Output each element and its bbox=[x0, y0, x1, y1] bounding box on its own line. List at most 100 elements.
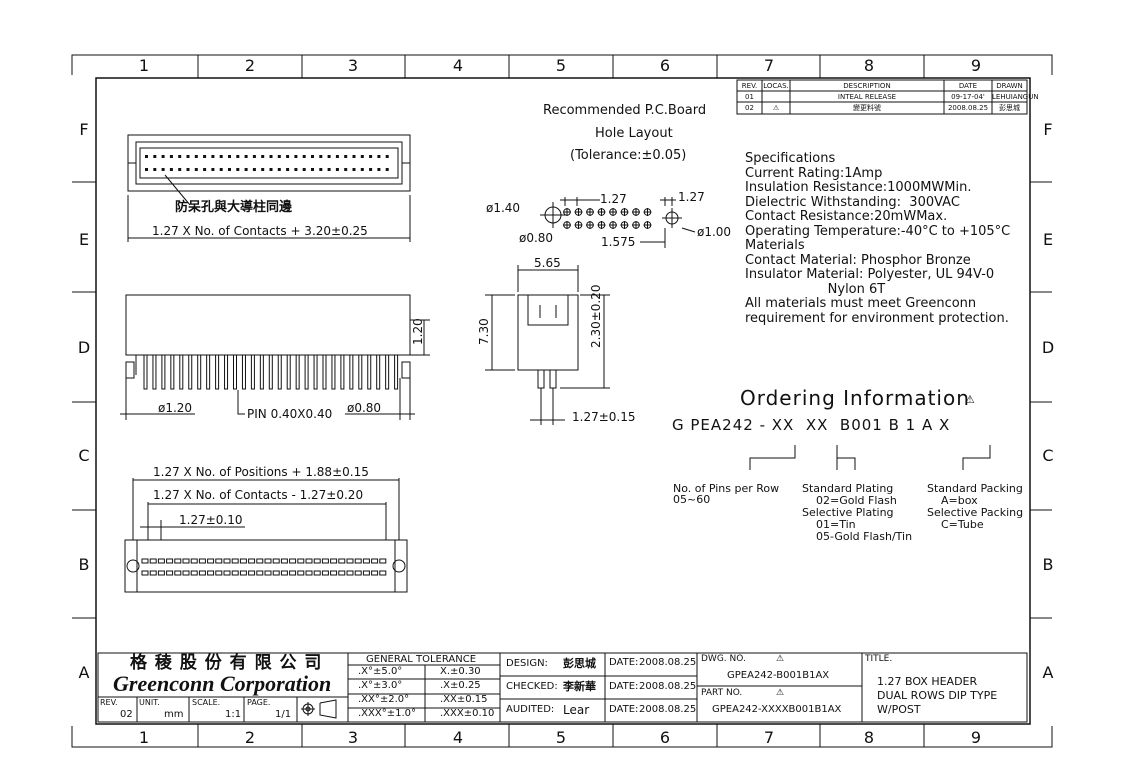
pin-tail bbox=[331, 354, 336, 390]
spec-line: Contact Material: Phosphor Bronze bbox=[745, 252, 971, 268]
contact-dot bbox=[302, 168, 306, 171]
date-label: DATE: bbox=[609, 681, 639, 692]
pin-tail bbox=[268, 354, 273, 390]
dim-side-pin: PIN 0.40X0.40 bbox=[247, 407, 333, 421]
ordering-line: C=Tube bbox=[927, 518, 984, 531]
pin-tail bbox=[358, 354, 363, 390]
pin-tail bbox=[304, 354, 309, 390]
bottom-hole bbox=[223, 570, 231, 576]
contact-dot bbox=[186, 155, 190, 158]
dim-pitch-right: 1.27 bbox=[678, 190, 705, 204]
bottom-hole bbox=[223, 558, 231, 564]
part-revision-icon: ⚠ bbox=[776, 688, 785, 698]
zone-row-label: C bbox=[1042, 446, 1054, 465]
ordering-line: 05-Gold Flash/Tin bbox=[802, 530, 913, 543]
contact-dot bbox=[186, 168, 190, 171]
revision-header: DESCRIPTION bbox=[843, 82, 891, 90]
contact-dot bbox=[169, 155, 173, 158]
bottom-hole bbox=[313, 558, 321, 564]
bottom-hole bbox=[190, 558, 198, 564]
contact-dot bbox=[194, 155, 198, 158]
dim-pitch: 1.27 bbox=[600, 192, 627, 206]
contact-dot bbox=[145, 168, 148, 171]
contact-dot bbox=[153, 155, 157, 158]
contact-dot bbox=[311, 168, 314, 171]
zone-row-label: D bbox=[77, 338, 91, 357]
rev-label: REV. bbox=[100, 698, 118, 707]
pin-tail bbox=[313, 354, 318, 390]
contact-dot bbox=[319, 155, 323, 158]
contact-dot bbox=[219, 155, 223, 158]
side-view-pins bbox=[143, 354, 399, 390]
unit-label: UNIT. bbox=[139, 698, 160, 707]
bottom-hole bbox=[346, 558, 354, 564]
contact-dot bbox=[352, 155, 356, 158]
contact-dot bbox=[360, 168, 364, 171]
bottom-hole bbox=[321, 558, 329, 564]
zone-column-label: 1 bbox=[138, 728, 150, 747]
pin-tail bbox=[161, 354, 166, 390]
rev-value: 02 bbox=[120, 709, 133, 720]
tolerance-angle: .X°±3.0° bbox=[358, 680, 403, 691]
zone-row-label: B bbox=[1042, 555, 1054, 574]
contact-dot bbox=[377, 155, 381, 158]
pin-tail bbox=[340, 354, 345, 390]
date-value: 2008.08.25 bbox=[639, 704, 697, 715]
contact-dot bbox=[252, 155, 256, 158]
ordering-line: A=box bbox=[927, 494, 978, 507]
dim-hole-large: ø1.40 bbox=[486, 201, 521, 215]
pin-tail bbox=[349, 354, 354, 390]
contact-dot bbox=[236, 155, 240, 158]
bottom-hole bbox=[354, 570, 362, 576]
pin-tail bbox=[322, 354, 327, 390]
zone-column-label: 1 bbox=[138, 56, 150, 75]
pin-tail bbox=[233, 354, 237, 390]
bottom-view-holes bbox=[141, 558, 387, 576]
revision-marker-icon: ⚠ bbox=[965, 393, 975, 406]
tolerance-linear: .XXX±0.10 bbox=[440, 708, 495, 719]
dim-hole-small: ø0.80 bbox=[519, 231, 554, 245]
dim-bottom-positions: 1.27 X No. of Positions + 1.88±0.15 bbox=[153, 465, 369, 479]
contact-dot bbox=[294, 155, 298, 158]
revision-header: LOCAS. bbox=[763, 82, 789, 90]
bottom-hole bbox=[264, 570, 272, 576]
contact-dot bbox=[344, 168, 348, 171]
contact-dot bbox=[169, 168, 173, 171]
page-label: PAGE. bbox=[247, 698, 271, 707]
contact-dot bbox=[360, 155, 364, 158]
dim-side-peg: ø1.20 bbox=[158, 401, 193, 415]
bottom-hole bbox=[182, 558, 190, 564]
dim-side-post: ø0.80 bbox=[347, 401, 382, 415]
bottom-hole bbox=[272, 570, 280, 576]
zone-row-label: A bbox=[78, 663, 90, 682]
contact-dot bbox=[327, 168, 331, 171]
bottom-hole bbox=[215, 558, 223, 564]
zone-row-label: E bbox=[1042, 230, 1054, 249]
top-view-contacts bbox=[145, 155, 389, 171]
bottom-hole bbox=[305, 558, 313, 564]
pin-tail bbox=[143, 354, 148, 390]
contact-dot bbox=[228, 155, 231, 158]
dim-hole-peg: ø1.00 bbox=[697, 225, 732, 239]
pin-tail bbox=[367, 354, 372, 390]
zone-column-label: 6 bbox=[659, 728, 671, 747]
title-line: 1.27 BOX HEADER bbox=[877, 675, 978, 688]
bottom-hole bbox=[207, 570, 215, 576]
zone-column-label: 5 bbox=[555, 56, 567, 75]
bottom-hole bbox=[215, 570, 223, 576]
bottom-hole bbox=[256, 570, 264, 576]
bottom-hole bbox=[207, 558, 215, 564]
pin-tail bbox=[241, 354, 246, 390]
zone-row-label: F bbox=[1043, 120, 1053, 139]
contact-dot bbox=[286, 155, 290, 158]
revision-cell: ⚠ bbox=[772, 104, 780, 112]
dim-end-tail: 2.30±0.20 bbox=[589, 284, 603, 349]
bottom-hole bbox=[166, 570, 174, 576]
contact-dot bbox=[153, 168, 157, 171]
dim-offset: 1.575 bbox=[601, 235, 636, 249]
company-name-en: Greenconn Corporation bbox=[113, 671, 332, 696]
pcb-title-line2: Hole Layout bbox=[595, 126, 673, 141]
revision-header: REV. bbox=[741, 82, 758, 90]
zone-column-label: 9 bbox=[970, 56, 982, 75]
